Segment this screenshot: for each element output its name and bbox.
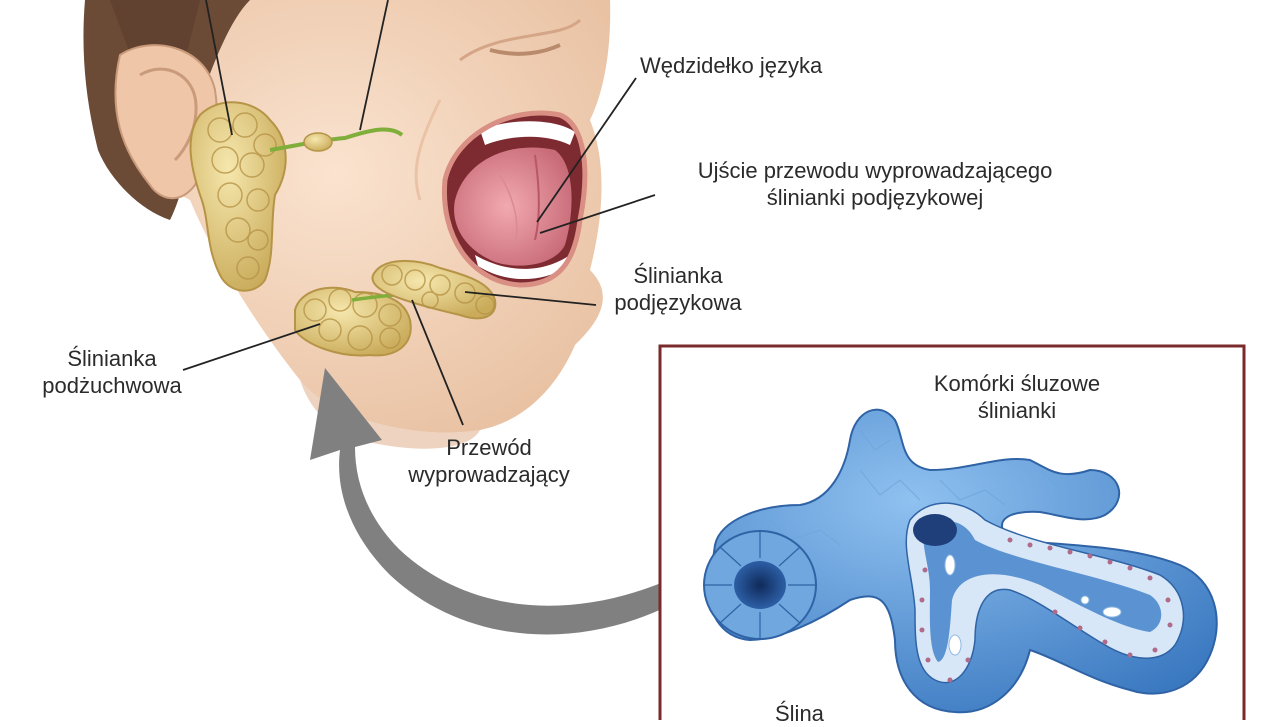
label-wedzidelko: Wędzidełko języka xyxy=(640,52,822,79)
label-przewod: Przewód wyprowadzający xyxy=(386,434,592,488)
label-podzuchwowa: Ślinianka podżuchwowa xyxy=(26,345,198,399)
label-komorki-line2: ślinianki xyxy=(977,398,1057,423)
leader-ujscie xyxy=(539,194,656,234)
leader-top-duct xyxy=(359,0,389,131)
label-komorki: Komórki śluzowe ślinianki xyxy=(904,370,1130,424)
label-slina-text: Ślina xyxy=(775,701,824,726)
label-slina: Ślina xyxy=(775,700,824,727)
leader-top-left xyxy=(205,0,233,136)
label-podjezykowa-line1: Ślinianka xyxy=(633,263,723,288)
label-ujscie-line1: Ujście przewodu wyprowadzającego xyxy=(697,158,1053,183)
sublingual-gland xyxy=(371,259,497,320)
label-ujscie: Ujście przewodu wyprowadzającego ślinian… xyxy=(655,157,1095,211)
leader-wedzidelko xyxy=(536,77,637,223)
open-mouth xyxy=(441,110,588,288)
nose xyxy=(414,18,582,201)
label-ujscie-line2: ślinianki podjęzykowej xyxy=(766,185,984,210)
label-komorki-line1: Komórki śluzowe xyxy=(933,371,1101,396)
label-podzuchwowa-line2: podżuchwowa xyxy=(42,373,182,398)
label-podjezykowa: Ślinianka podjęzykowa xyxy=(596,262,760,316)
curved-arrow xyxy=(310,368,705,635)
leader-podjezykowa xyxy=(464,291,597,306)
leader-podzuchwowa xyxy=(182,323,321,371)
leader-przewod xyxy=(411,299,464,426)
parotid-gland xyxy=(189,101,404,292)
label-przewod-line1: Przewód xyxy=(446,435,532,460)
label-przewod-line2: wyprowadzający xyxy=(408,462,570,487)
label-podzuchwowa-line1: Ślinianka xyxy=(67,346,157,371)
acinus-illustration xyxy=(703,408,1218,714)
label-podjezykowa-line2: podjęzykowa xyxy=(614,290,742,315)
label-wedzidelko-text: Wędzidełko języka xyxy=(640,53,823,78)
